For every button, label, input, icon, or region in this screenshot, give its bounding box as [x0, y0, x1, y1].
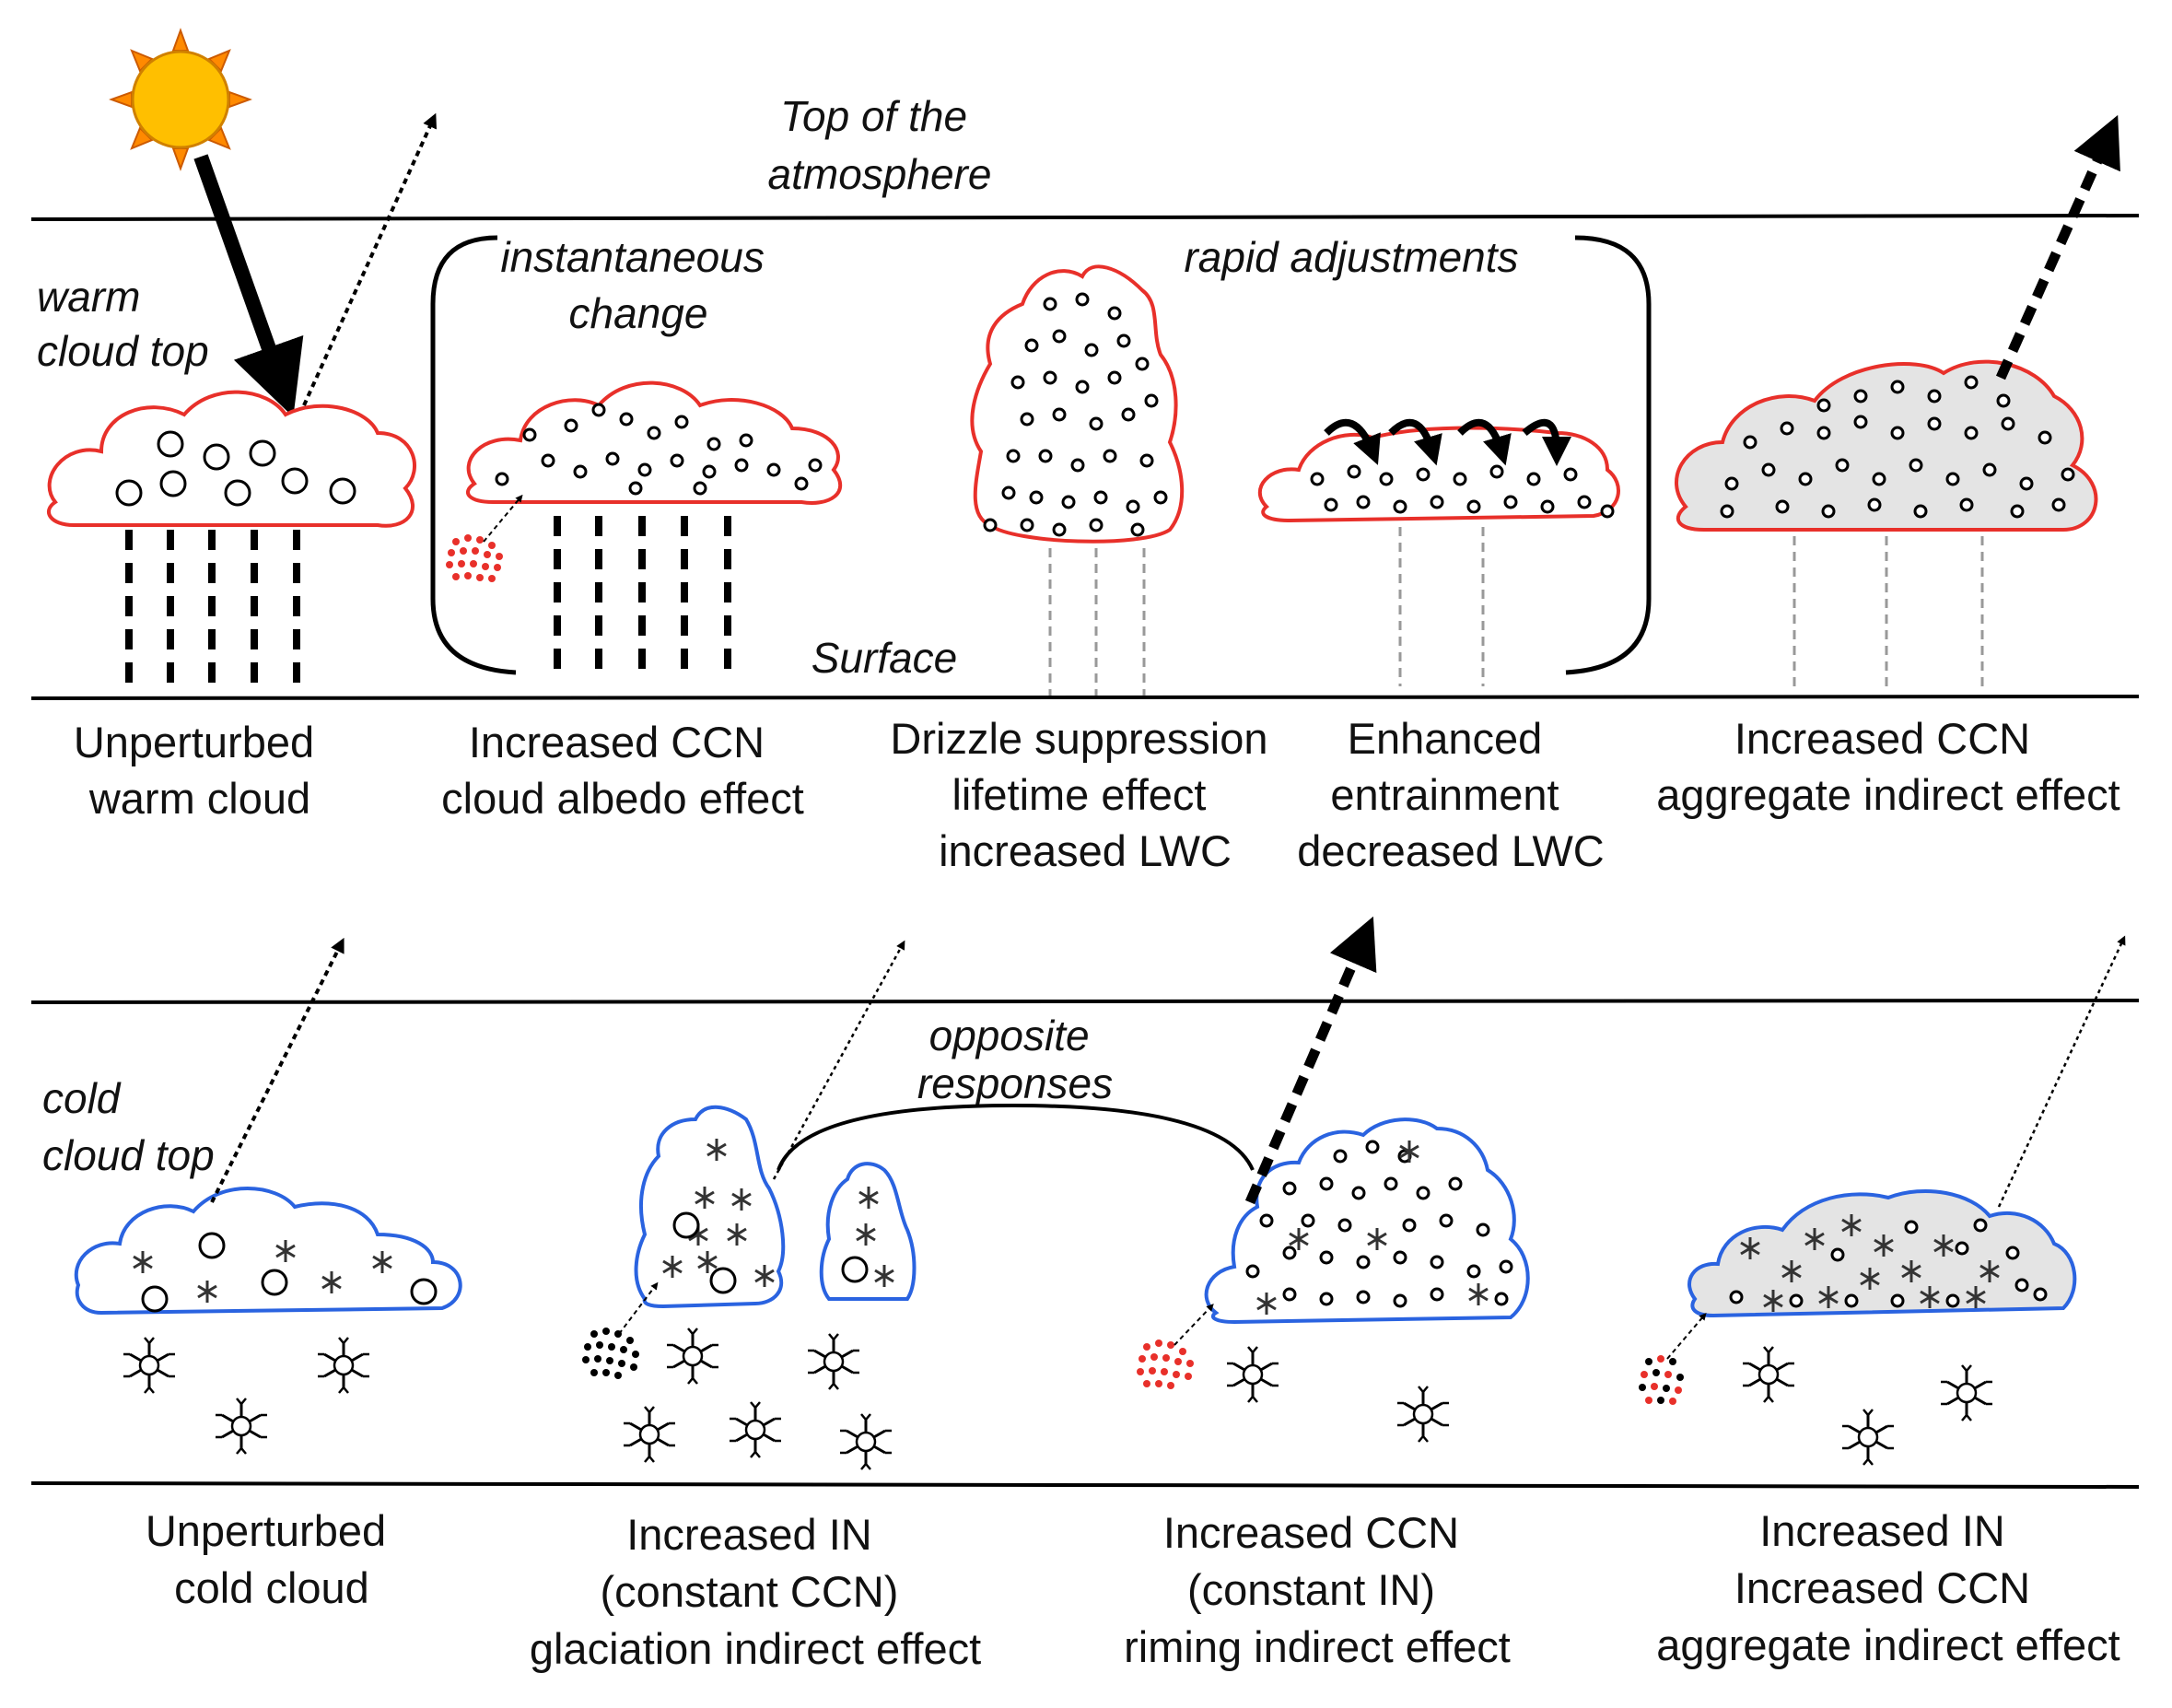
- adjustments-bracket: [430, 235, 1652, 675]
- activation-arrow-3: [1666, 1312, 1707, 1360]
- reflected-arrow-cold-strong: [1244, 916, 1377, 1205]
- small-droplets-cold: [1245, 1140, 1513, 1308]
- caption-aggregate-cold: Increased IN Increased CCN aggregate ind…: [1656, 1506, 2119, 1669]
- snowflake-icons-2: [622, 1327, 893, 1471]
- heavy-rain: [125, 530, 300, 696]
- lifetime-effect-cloud: [970, 264, 1185, 696]
- albedo-effect-cloud: [446, 380, 842, 682]
- small-droplets: [495, 403, 823, 496]
- rain: [554, 516, 731, 682]
- ice-nucleation-arrow: [618, 1281, 659, 1335]
- in-aerosol-cluster: [582, 1328, 639, 1379]
- glaciation-cloud: [582, 940, 917, 1471]
- warm-cloud-top-label: warm cloud top: [37, 273, 209, 375]
- surface-label: Surface: [812, 634, 958, 682]
- surface-line-top: [30, 695, 2140, 700]
- reflected-arrow-cold-4: [1997, 935, 2126, 1208]
- aggregate-indirect-warm-cloud: [1675, 114, 2120, 693]
- sun-icon: [109, 28, 252, 171]
- opposite-responses-connector: [777, 1103, 1255, 1171]
- caption-riming: Increased CCN (constant IN) riming indir…: [1124, 1508, 1511, 1671]
- activation-arrow-2: [1174, 1304, 1214, 1346]
- caption-unperturbed-cold: Unperturbed cold cloud: [146, 1506, 398, 1612]
- unperturbed-cold-cloud: [74, 937, 462, 1456]
- entrainment-arrows: [1324, 418, 1571, 466]
- ccn-aerosol-cluster-2: [1137, 1339, 1194, 1389]
- unperturbed-warm-cloud: [47, 390, 416, 696]
- incoming-solar-arrow: [193, 154, 304, 417]
- aggregate-indirect-cold-cloud: [1639, 935, 2126, 1467]
- opposite-responses-label: opposite responses: [917, 1012, 1113, 1107]
- caption-glaciation: Increased IN (constant CCN) glaciation i…: [530, 1510, 981, 1673]
- rapid-adjustments-label: rapid adjustments: [1184, 233, 1518, 281]
- suppressed-drizzle-3: [1792, 536, 1984, 693]
- toa-label: Top of the atmosphere: [768, 92, 992, 198]
- mixed-aerosol-cluster: [1639, 1355, 1684, 1405]
- small-droplets-dense: [983, 292, 1168, 537]
- bottom-panel: cold cloud top opposite responses: [30, 916, 2140, 1673]
- toa-line-top: [30, 214, 2140, 221]
- caption-unperturbed-warm: Unperturbed warm cloud: [74, 718, 326, 823]
- top-panel: Top of the atmosphere warm cloud top: [30, 28, 2140, 875]
- cold-cloud-top-label: cold cloud top: [42, 1074, 215, 1179]
- caption-lifetime-effect: Drizzle suppression lifetime effect incr…: [890, 714, 1279, 875]
- riming-cloud: [1137, 916, 1530, 1444]
- entrainment-cloud: [1258, 418, 1620, 686]
- toa-line-bottom: [30, 999, 2140, 1004]
- reflected-arrow-strong: [1995, 114, 2120, 380]
- caption-aggregate-warm: Increased CCN aggregate indirect effect: [1656, 714, 2119, 819]
- snowflake-icons: [122, 1336, 371, 1456]
- caption-entrainment: Enhanced entrainment decreased LWC: [1297, 714, 1605, 875]
- caption-cloud-albedo: Increased CCN cloud albedo effect: [441, 718, 804, 823]
- reflected-arrow-cold-1: [210, 937, 344, 1203]
- snowflake-icons-3: [1225, 1345, 1451, 1444]
- suppressed-drizzle: [1048, 548, 1146, 696]
- reflected-arrow-cold-2: [772, 940, 905, 1180]
- large-droplets: [115, 430, 356, 507]
- activation-arrow: [483, 494, 523, 543]
- instantaneous-change-label: instantaneous change: [500, 233, 776, 337]
- small-droplets-sparse: [1310, 464, 1615, 519]
- ccn-aerosol-cluster: [446, 534, 503, 582]
- snowflake-icons-4: [1741, 1345, 1994, 1467]
- suppressed-drizzle-2: [1398, 527, 1485, 686]
- small-droplets-grey: [1720, 375, 2075, 519]
- reflected-arrow-1: [302, 112, 437, 406]
- surface-line-bottom: [30, 1481, 2140, 1489]
